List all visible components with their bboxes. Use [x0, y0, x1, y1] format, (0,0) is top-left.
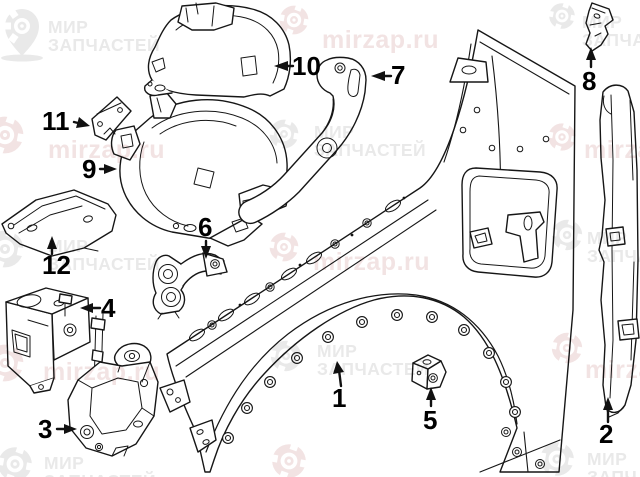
- callout-label-11[interactable]: 11: [42, 106, 70, 136]
- callout-arrow-12: [47, 236, 57, 256]
- callout-label-10[interactable]: 10: [292, 51, 321, 81]
- callout-arrow-2: [603, 397, 613, 424]
- part-2-side-pillar-drawing: [598, 84, 640, 418]
- callout-arrow-8: [586, 47, 596, 69]
- part-10-arch-liner-rear-drawing: [143, 2, 292, 98]
- part-6-inner-bracket-drawing: [152, 252, 228, 320]
- callout-label-2[interactable]: 2: [599, 419, 614, 449]
- part-8-upper-bracket-drawing: [585, 2, 614, 52]
- callout-arrow-5: [426, 387, 436, 408]
- callout-arrow-3: [55, 424, 77, 434]
- callout-label-5[interactable]: 5: [423, 405, 438, 435]
- callout-arrow-4: [80, 303, 102, 313]
- callout-label-6[interactable]: 6: [198, 212, 213, 242]
- callout-label-1[interactable]: 1: [332, 383, 347, 413]
- callout-arrow-7: [371, 71, 393, 81]
- callout-arrow-11: [72, 117, 90, 128]
- callout-arrows: [47, 47, 613, 434]
- part-7-support-brace-drawing: [238, 56, 367, 225]
- callout-arrow-9: [98, 164, 117, 174]
- callout-label-8[interactable]: 8: [582, 66, 597, 96]
- callout-label-12[interactable]: 12: [42, 250, 71, 280]
- part-3-lower-bracket-drawing: [67, 342, 159, 457]
- callout-arrow-6: [201, 239, 211, 259]
- callout-label-9[interactable]: 9: [82, 154, 97, 184]
- callout-arrow-1: [333, 361, 344, 388]
- callout-arrow-10: [274, 61, 295, 71]
- callout-label-4[interactable]: 4: [101, 293, 116, 323]
- callout-label-3[interactable]: 3: [38, 414, 53, 444]
- part-5-clip-bracket-drawing: [411, 354, 447, 390]
- callout-label-7[interactable]: 7: [391, 60, 406, 90]
- part-11-mounting-plate-drawing: [91, 96, 132, 141]
